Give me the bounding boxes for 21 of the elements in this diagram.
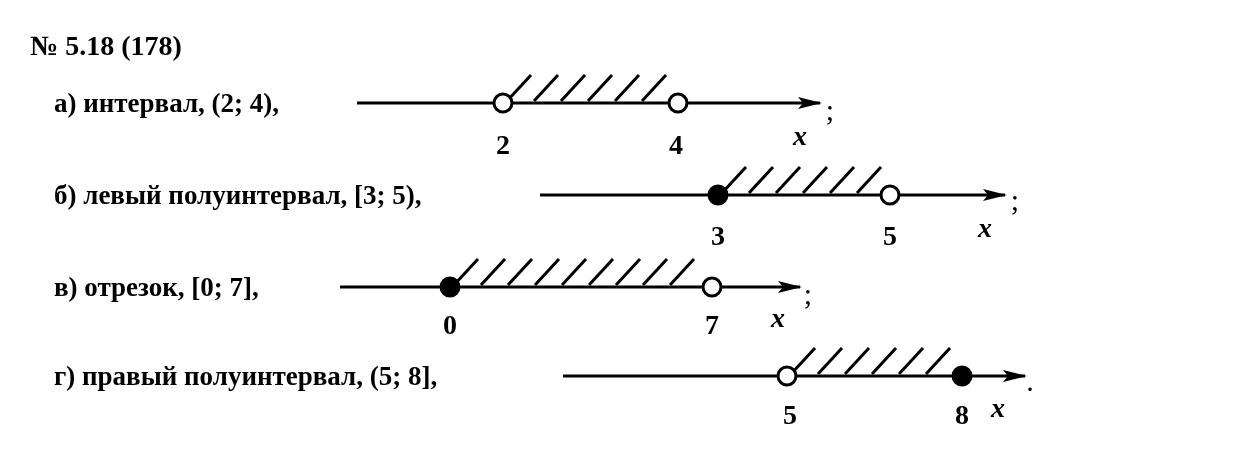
answer-text: в) отрезок, [0; 7], <box>54 273 259 301</box>
punctuation: ; <box>825 95 835 125</box>
answer-text: г) правый полуинтервал, (5; 8], <box>54 362 438 390</box>
axis-label: x <box>991 394 1005 422</box>
tick-number: 5 <box>883 222 897 250</box>
axis-label: x <box>793 122 807 150</box>
punctuation: ; <box>803 279 813 309</box>
punctuation: ; <box>1010 185 1020 215</box>
tick-number: 4 <box>669 131 683 159</box>
tick-number: 0 <box>443 311 457 339</box>
tick-number: 8 <box>955 401 969 429</box>
punctuation: . <box>1026 366 1034 396</box>
tick-number: 7 <box>705 311 719 339</box>
tick-number: 2 <box>496 131 510 159</box>
answer-text: а) интервал, (2; 4), <box>54 89 280 117</box>
title: № 5.18 (178) <box>30 32 182 60</box>
tick-number: 5 <box>783 401 797 429</box>
axis-label: x <box>978 214 992 242</box>
axis-label: x <box>771 304 785 332</box>
tick-number: 3 <box>711 222 725 250</box>
answer-text: б) левый полуинтервал, [3; 5), <box>54 181 422 209</box>
